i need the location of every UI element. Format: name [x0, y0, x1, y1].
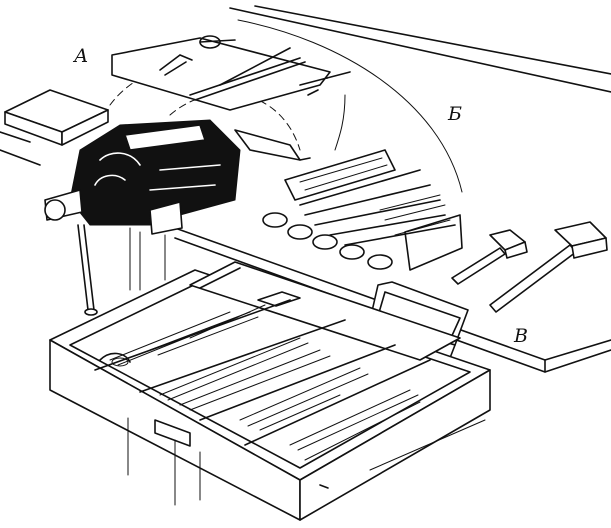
- tool-drawer: [49, 261, 491, 521]
- zone-label-v: В: [513, 325, 528, 347]
- plate-block: [4, 89, 109, 146]
- file-stand-zone-b: [262, 149, 463, 271]
- hacksaw: [234, 129, 311, 161]
- tool-sheet-zone-a: [111, 35, 351, 111]
- drawer-runners: [127, 417, 486, 506]
- bench-legs: [129, 227, 166, 291]
- zone-label-b: Б: [447, 103, 462, 125]
- zone-label-a: А: [72, 45, 88, 67]
- hammer-large: [489, 221, 608, 313]
- hammer-small: [451, 229, 528, 285]
- bench-vise: [44, 119, 241, 316]
